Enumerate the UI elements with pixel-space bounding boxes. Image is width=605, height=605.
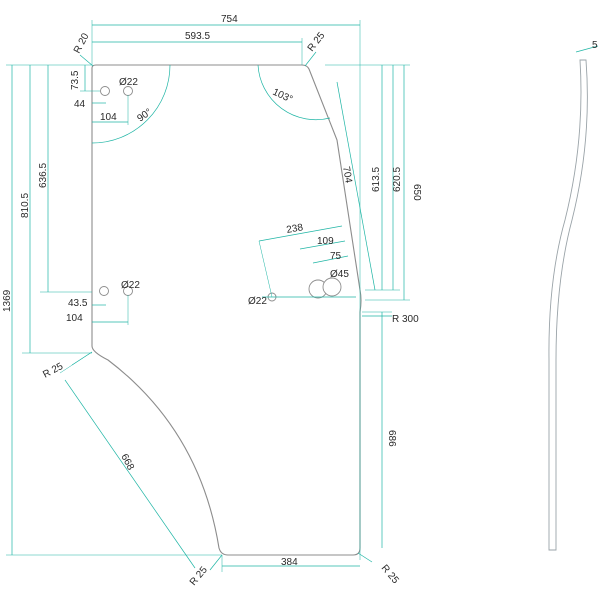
label-r300: R 300 (392, 314, 419, 325)
label-thickness: 5 (592, 40, 598, 51)
label-75: 75 (330, 251, 342, 262)
label-620-5: 620.5 (392, 167, 403, 192)
label-90deg: 90° (135, 107, 154, 125)
label-384: 384 (281, 557, 298, 568)
label-hole-mid: Ø22 (248, 296, 267, 307)
label-754: 754 (221, 14, 238, 25)
label-hole-top: Ø22 (119, 77, 138, 88)
label-r25-bottom-right: R 25 (379, 563, 401, 587)
label-238: 238 (286, 222, 305, 236)
label-650: 650 (411, 184, 422, 201)
label-hole-bottom: Ø22 (121, 280, 140, 291)
label-810-5: 810.5 (20, 193, 31, 218)
label-636-5: 636.5 (38, 163, 49, 188)
side-profile-glass (548, 59, 588, 551)
label-1369: 1369 (2, 289, 13, 312)
hole-bottom-left (99, 286, 109, 296)
label-43-5: 43.5 (68, 298, 88, 309)
label-613-5: 613.5 (371, 167, 382, 192)
label-73-5: 73.5 (70, 70, 81, 90)
label-704: 704 (340, 166, 354, 185)
label-104-bottom: 104 (66, 313, 83, 324)
label-686: 686 (386, 430, 397, 447)
label-r25-top: R 25 (306, 30, 328, 54)
label-103deg: 103° (271, 87, 294, 106)
label-109: 109 (317, 236, 334, 247)
label-593-5: 593.5 (185, 31, 210, 42)
label-r25-bottom-left: R 25 (188, 564, 210, 588)
label-hole-45: Ø45 (330, 269, 349, 280)
hole-45-b (322, 277, 342, 297)
label-r25-mid: R 25 (41, 361, 65, 381)
label-r20: R 20 (72, 31, 92, 55)
glass-outline (91, 64, 362, 556)
label-44: 44 (74, 99, 86, 110)
label-668: 668 (118, 452, 136, 472)
label-104-top: 104 (100, 112, 117, 123)
hole-top-left (100, 86, 110, 96)
